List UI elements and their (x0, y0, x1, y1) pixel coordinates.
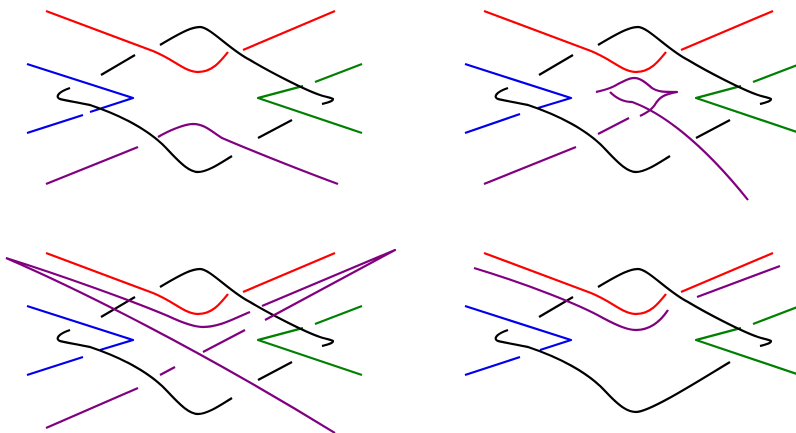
blue-strand (26, 62, 135, 114)
black-strand (257, 361, 293, 381)
purple-strand (5, 256, 251, 329)
black-strand (597, 267, 773, 348)
green-strand (256, 84, 363, 135)
black-strand (159, 267, 335, 348)
green-strand (694, 326, 796, 375)
green-strand (314, 304, 363, 326)
green-strand (694, 84, 796, 133)
purple-strand (45, 386, 139, 430)
blue-strand (464, 304, 573, 352)
red-strand (45, 251, 229, 316)
purple-strand (5, 256, 336, 433)
purple-strand (202, 329, 246, 353)
black-strand (100, 54, 136, 76)
blue-strand (464, 112, 521, 135)
purple-strand (473, 266, 669, 332)
red-strand (483, 251, 667, 316)
purple-strand (597, 117, 630, 135)
black-strand (538, 54, 574, 76)
green-strand (314, 62, 363, 84)
panel-bottom-right (464, 251, 796, 414)
red-strand (242, 251, 336, 294)
purple-strand (45, 145, 139, 186)
black-strand (597, 25, 773, 106)
black-strand (538, 296, 574, 318)
purple-strand (157, 122, 339, 186)
black-strand (56, 86, 233, 174)
black-strand (494, 86, 671, 174)
red-strand (242, 9, 336, 52)
purple-strand (696, 264, 781, 299)
panel-top-left (26, 9, 363, 186)
red-strand (483, 9, 667, 74)
red-strand (45, 9, 229, 74)
green-strand (752, 306, 796, 326)
panel-bottom-left (5, 248, 397, 433)
blue-strand (464, 355, 521, 377)
blue-strand (26, 355, 84, 377)
blue-strand (26, 113, 84, 135)
black-strand (494, 328, 731, 414)
red-strand (680, 9, 774, 52)
red-strand (680, 251, 774, 294)
purple-strand (609, 91, 749, 201)
purple-strand (483, 145, 577, 186)
black-strand (257, 119, 293, 139)
blue-strand (464, 62, 573, 110)
purple-strand (159, 366, 176, 376)
blue-strand (26, 304, 135, 352)
panel-top-right (464, 9, 796, 201)
black-strand (56, 328, 233, 416)
green-strand (752, 64, 796, 84)
purple-strand (595, 76, 679, 117)
black-strand (159, 25, 335, 106)
purple-strand (261, 248, 397, 321)
black-strand (695, 119, 731, 139)
green-strand (256, 326, 363, 377)
